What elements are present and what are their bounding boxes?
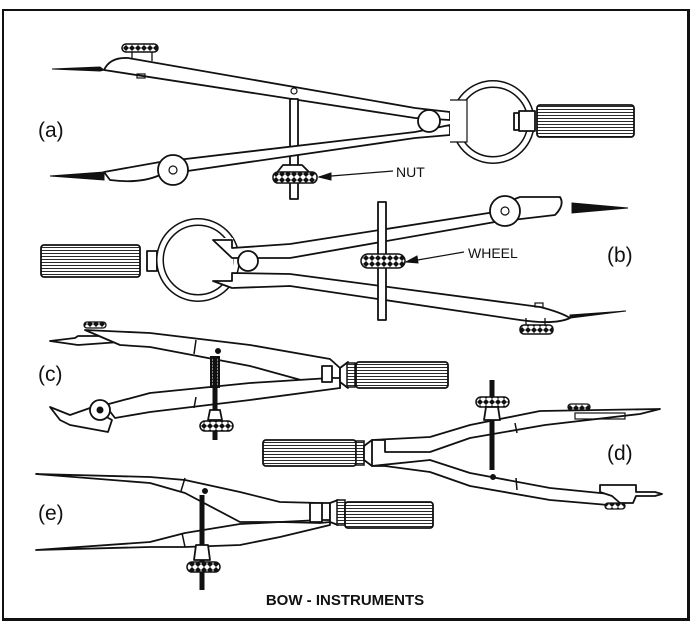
ribbed-handle-e xyxy=(344,501,434,529)
pencil-point-a xyxy=(49,171,105,181)
pencil-point-b xyxy=(571,202,629,214)
ribbed-handle-a xyxy=(536,104,635,138)
lower-leg-d xyxy=(371,459,621,507)
callout-nut: NUT xyxy=(396,164,425,180)
ribbed-handle-b xyxy=(40,244,141,278)
figure-label-d: (d) xyxy=(607,442,633,465)
instrument-b: (b) WHEEL xyxy=(40,195,633,335)
wheel-b xyxy=(360,253,406,269)
joint-ball-b xyxy=(237,250,259,272)
ribbed-handle-c xyxy=(355,361,449,389)
lower-leg-b xyxy=(212,272,571,323)
instrument-c: (c) xyxy=(38,321,449,440)
adjusting-nut-c xyxy=(199,420,234,432)
callout-wheel: WHEEL xyxy=(468,245,518,261)
knurled-screw-b xyxy=(519,324,554,335)
adjusting-nut-e xyxy=(186,561,221,573)
needle-point-b xyxy=(569,310,627,319)
diagram-title: BOW - INSTRUMENTS xyxy=(266,592,424,609)
lower-leg-c xyxy=(104,377,341,419)
nut-a xyxy=(272,171,318,184)
pivot-hole-a xyxy=(290,87,298,95)
figure-label-c: (c) xyxy=(38,363,63,386)
upper-leg-e xyxy=(35,473,331,523)
knurled-screw-a xyxy=(121,43,159,53)
hinge-knob-b xyxy=(489,195,521,227)
needle-point-a xyxy=(51,66,106,72)
instrument-a: (a) NUT xyxy=(38,43,635,200)
figure-label-a: (a) xyxy=(38,119,64,142)
pencil-holder-d xyxy=(599,484,663,504)
figure-label-b: (b) xyxy=(607,244,633,267)
ribbed-handle-d xyxy=(262,439,357,467)
spring-ring-b xyxy=(157,219,239,301)
figure-label-e: (e) xyxy=(38,502,64,525)
instrument-d: (d) xyxy=(262,380,663,510)
instrument-e: (e) xyxy=(35,473,434,590)
lower-leg-a xyxy=(103,124,451,183)
upper-leg-a xyxy=(103,57,451,121)
hinge-knob-a xyxy=(157,154,189,186)
adjusting-nut-d xyxy=(475,396,510,408)
joint-ball-a xyxy=(417,109,441,133)
